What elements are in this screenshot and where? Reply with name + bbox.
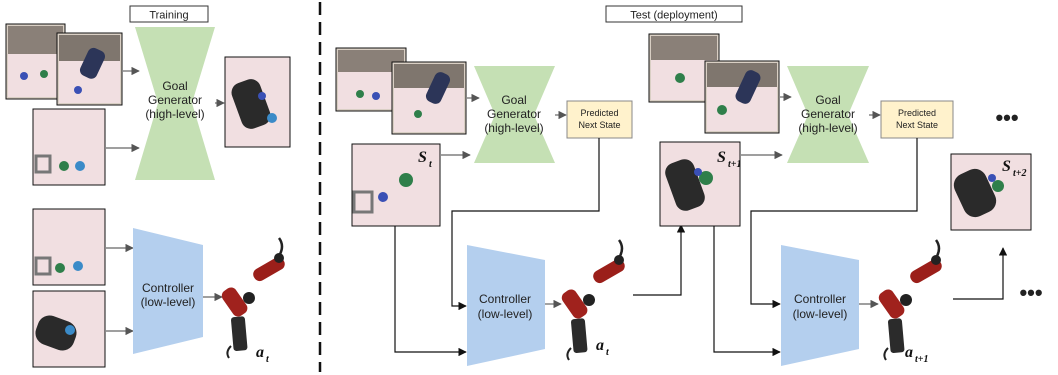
- training-controller: [133, 228, 203, 354]
- test2-arrow-pred-ctrl: [750, 138, 918, 309]
- training-photo-stack-1: [5, 23, 66, 100]
- test1-action-sub: t: [606, 347, 610, 358]
- test1-predicted-state: [566, 100, 633, 139]
- test2-arrow-to-next: [953, 247, 1008, 300]
- training-photo-ctrl-1: [32, 208, 106, 286]
- test2-action-a: a: [905, 344, 913, 361]
- test3-state-photo: [950, 153, 1032, 231]
- test2-goal-label-3: (high-level): [798, 121, 857, 135]
- test1-state-s: S: [418, 149, 427, 166]
- test1-state-photo: [351, 143, 441, 227]
- training-goal-label-3: (high-level): [145, 107, 204, 121]
- test1-goal-generator: [474, 66, 555, 163]
- test1-arrow-to-next: [633, 224, 686, 296]
- training-photo-stack-2: [56, 32, 123, 106]
- training-robot-arm-icon: [218, 236, 289, 360]
- test2-action-sub: t+1: [915, 354, 928, 365]
- training-controller-label-1: Controller: [142, 281, 194, 295]
- test2-goal-label-2: Generator: [801, 107, 855, 121]
- test2-predicted-state: [880, 100, 954, 139]
- test-header: Test (deployment): [630, 10, 717, 22]
- test2-predicted-label-2: Next State: [896, 120, 938, 130]
- test1-action-a: a: [596, 337, 604, 354]
- test1-goal-label-1: Goal: [501, 93, 526, 107]
- training-goal-generator: [135, 27, 215, 180]
- test2-goal-label-1: Goal: [815, 93, 840, 107]
- test2-controller-label-2: (low-level): [793, 307, 848, 321]
- test1-controller: [467, 245, 545, 366]
- continuation-dots-bottom: •••: [1019, 280, 1042, 305]
- test3-state-sub: t+2: [1013, 168, 1026, 179]
- test1-arrow-pred-ctrl: [451, 138, 600, 311]
- test1-goal-label-3: (high-level): [484, 121, 543, 135]
- test2-predicted-label-1: Predicted: [898, 108, 936, 118]
- training-photo-ctrl-2: [32, 290, 106, 368]
- training-goal-label-2: Generator: [148, 93, 202, 107]
- training-goal-label-1: Goal: [162, 79, 187, 93]
- test1-controller-label-1: Controller: [479, 292, 531, 306]
- training-action-a: a: [256, 344, 264, 361]
- test1-arrow-state-ctrl: [394, 226, 467, 357]
- training-action-sub: t: [266, 354, 270, 365]
- test2-photo-hist-2: [704, 60, 780, 134]
- test2-arrow-state-ctrl: [713, 226, 781, 357]
- training-header-box: [129, 5, 209, 23]
- training-controller-label-2: (low-level): [141, 295, 196, 309]
- test2-goal-generator: [787, 66, 869, 163]
- training-goal-photo: [224, 56, 291, 148]
- test2-controller: [781, 245, 859, 366]
- test2-controller-label-1: Controller: [794, 292, 846, 306]
- test2-state-photo: [659, 141, 741, 227]
- continuation-dots-top: •••: [995, 105, 1018, 130]
- test2-state-s: S: [717, 149, 726, 166]
- test1-predicted-label-1: Predicted: [580, 108, 618, 118]
- test-header-box: [605, 5, 743, 23]
- test1-photo-hist-2: [391, 61, 467, 135]
- test3-state-s: S: [1002, 158, 1011, 175]
- test1-robot-arm-icon: [558, 238, 629, 362]
- test1-state-sub: t: [429, 159, 433, 170]
- test1-predicted-label-2: Next State: [578, 120, 620, 130]
- test2-robot-arm-icon: [875, 238, 946, 362]
- test1-goal-label-2: Generator: [487, 107, 541, 121]
- test1-controller-label-2: (low-level): [478, 307, 533, 321]
- training-photo-current: [32, 108, 106, 186]
- test2-state-sub: t+1: [728, 159, 741, 170]
- training-header: Training: [149, 10, 188, 22]
